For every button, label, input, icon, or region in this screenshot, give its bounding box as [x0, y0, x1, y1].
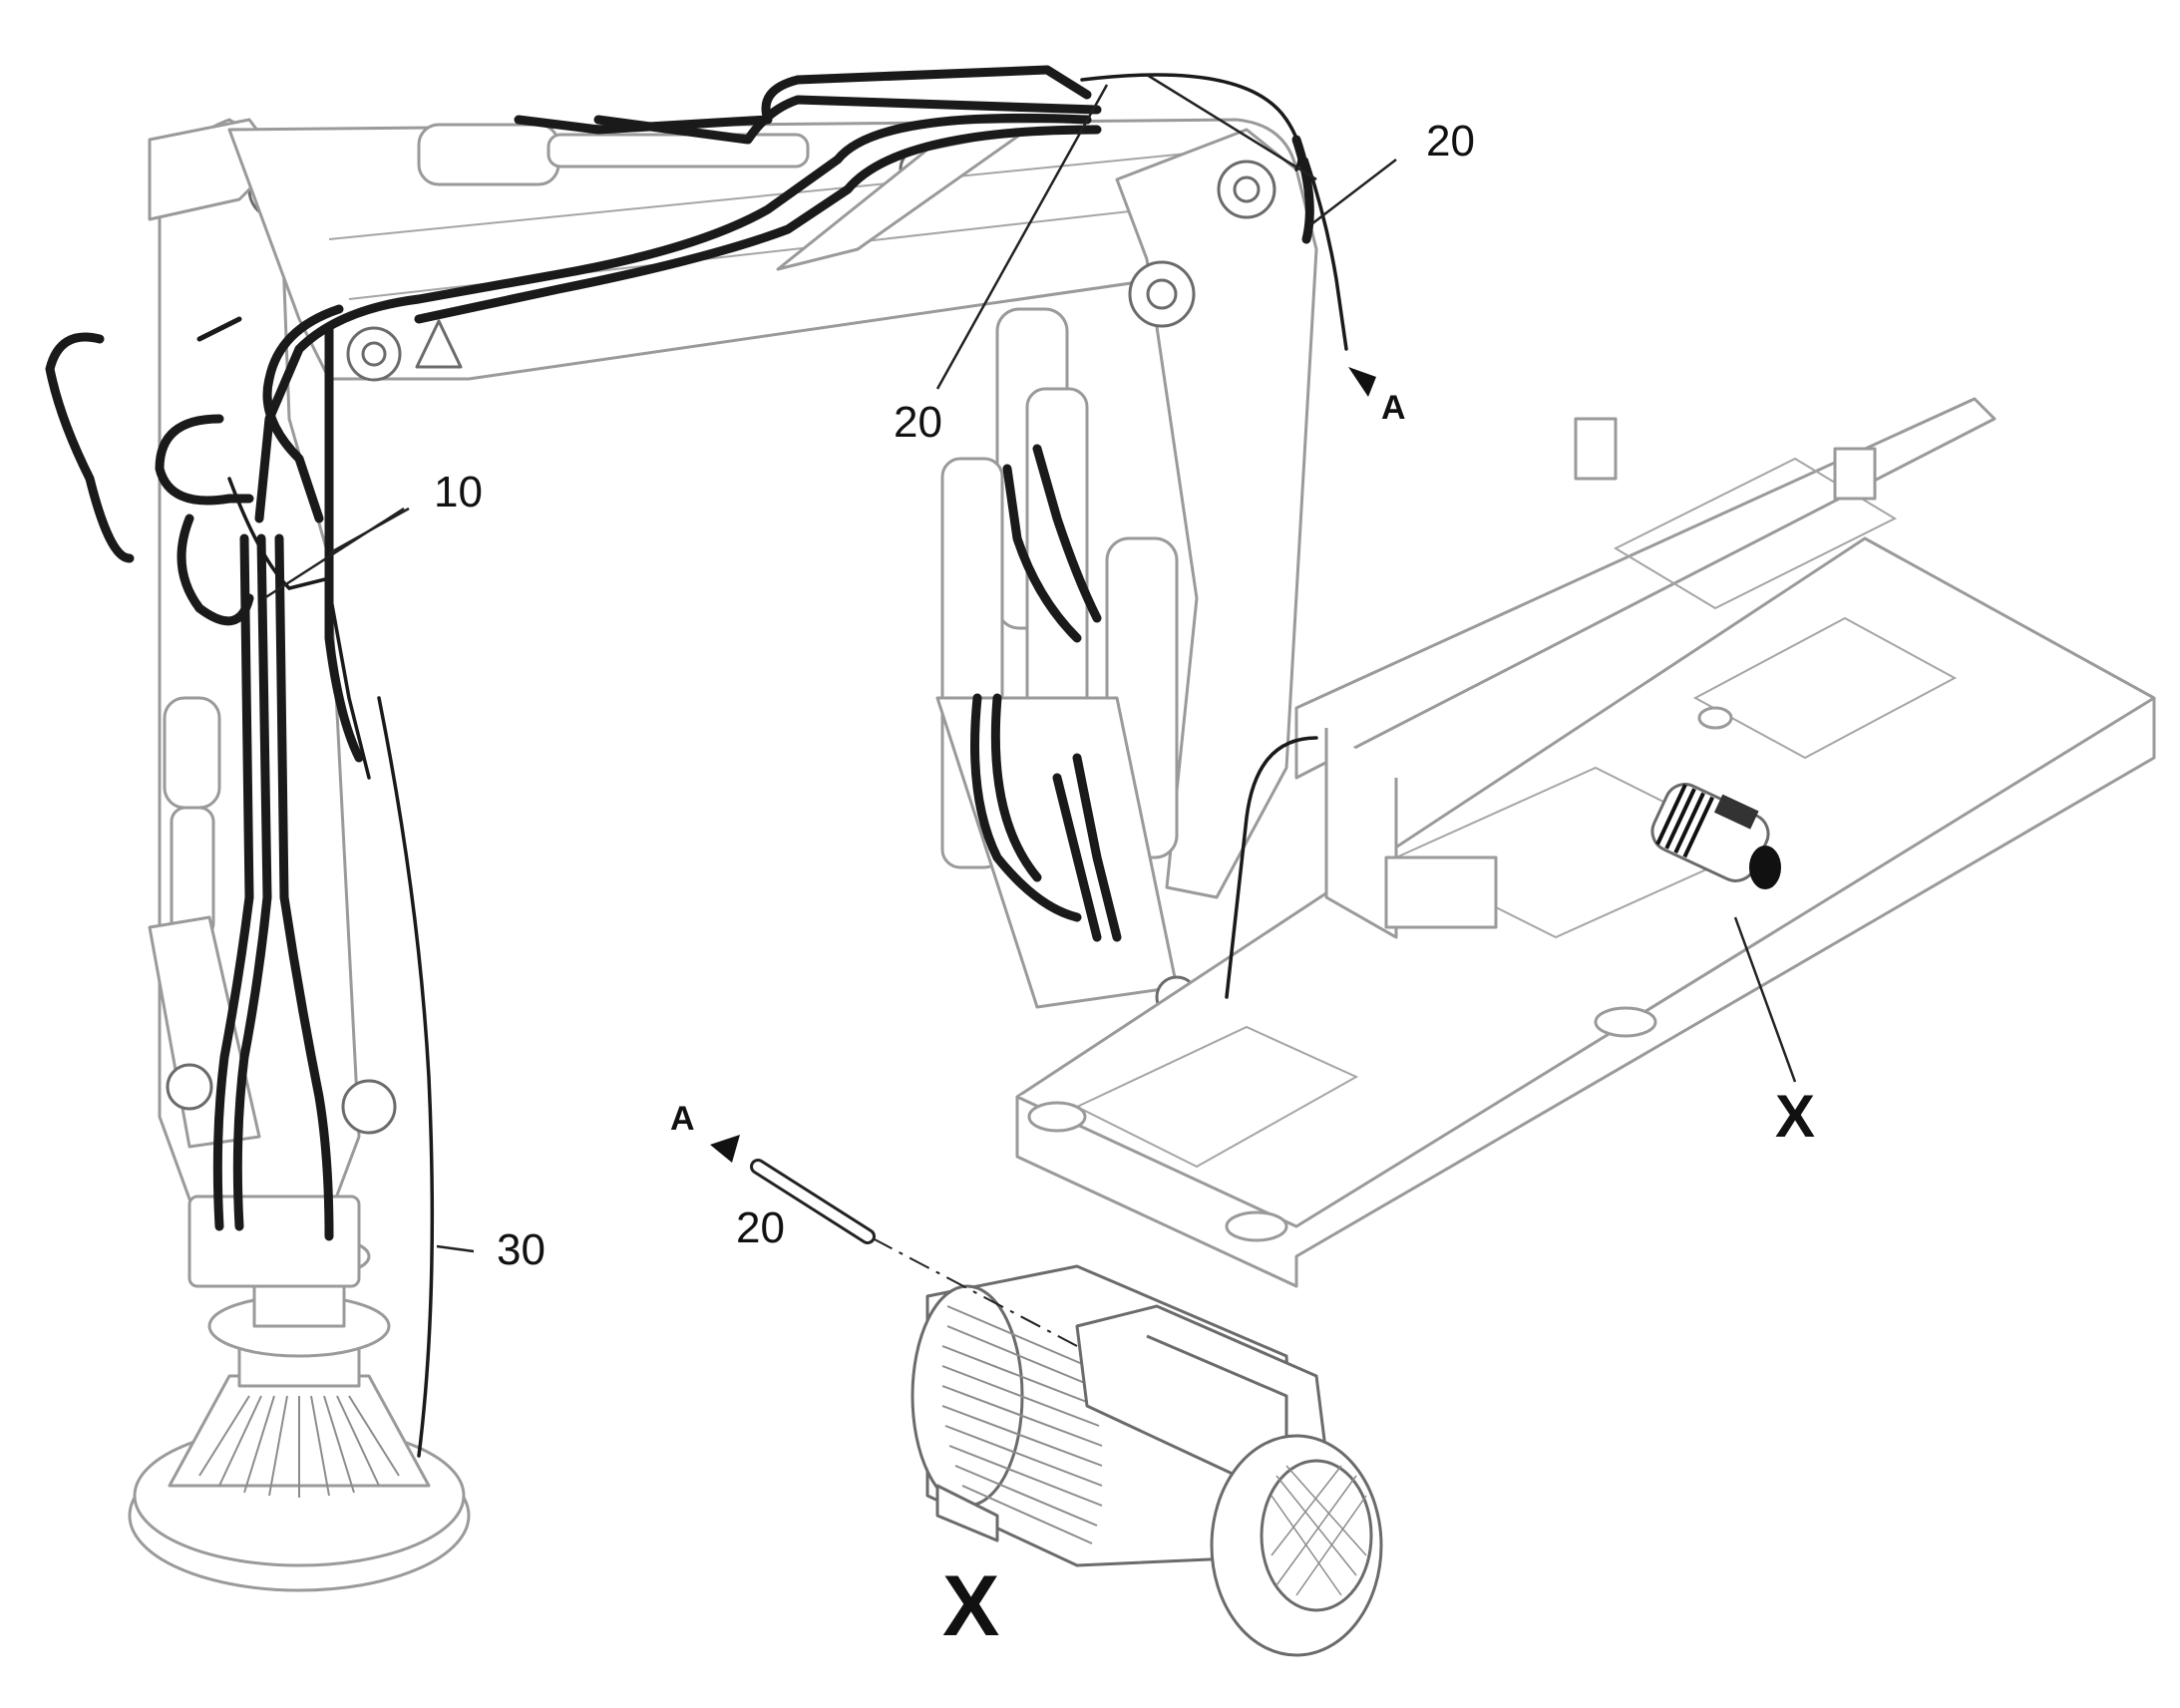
- main-boom: [227, 118, 1298, 382]
- motor-detail: [910, 1264, 1383, 1657]
- leader-lines: [263, 73, 1797, 1253]
- detail-X-frame-label: X: [1775, 1083, 1815, 1150]
- crane-base: [128, 1232, 471, 1592]
- arrow-A-bottom-label: A: [670, 1100, 695, 1138]
- arrow-A-top-marker: [1348, 367, 1376, 397]
- callout-30: 30: [497, 1225, 545, 1274]
- callout-20-bottom: 20: [736, 1203, 785, 1252]
- callout-20-top-right: 20: [1426, 117, 1475, 166]
- cable-piece-20: [750, 1159, 1078, 1347]
- motor-small: [1650, 783, 1781, 889]
- arrow-A-bottom-marker: [710, 1135, 740, 1163]
- electric-cables: [227, 73, 1348, 1458]
- chassis-frame: [1015, 397, 2156, 1288]
- arrow-A-top-label: A: [1381, 389, 1406, 427]
- hydraulic-hoses: [45, 65, 1314, 1241]
- callout-10: 10: [434, 468, 483, 516]
- callout-20-mid: 20: [894, 398, 942, 447]
- detail-X-main-label: X: [942, 1558, 999, 1654]
